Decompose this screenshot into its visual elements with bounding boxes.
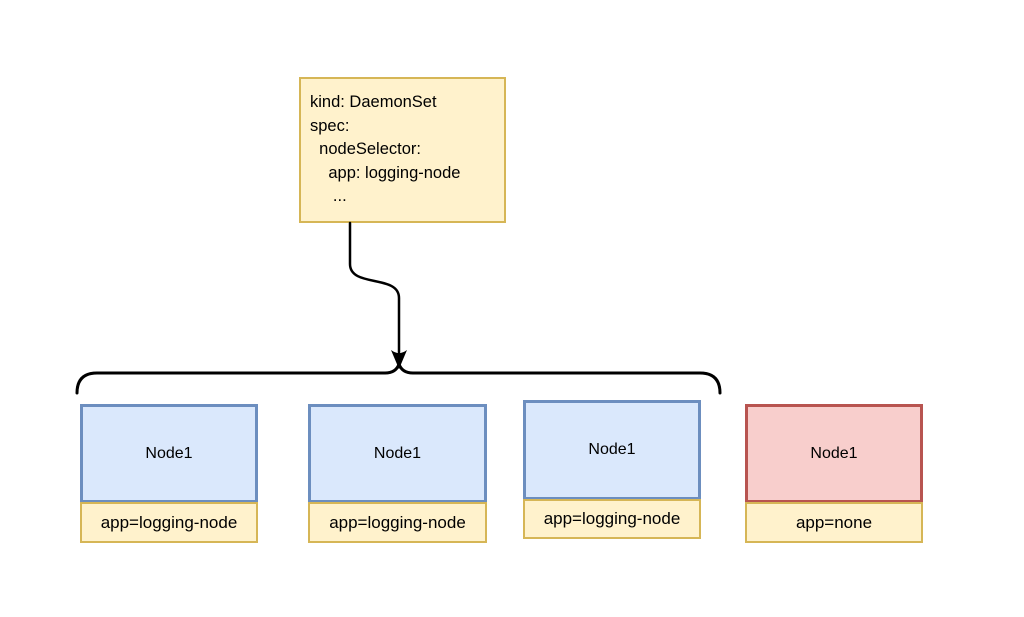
spec-line-kind: kind: DaemonSet [310, 93, 437, 111]
daemonset-spec-box: kind: DaemonSet spec: nodeSelector: app:… [299, 77, 506, 223]
node-box-3: Node1 app=logging-node [523, 400, 701, 539]
node-selector-label: app=logging-node [80, 502, 258, 543]
grouping-brace [75, 359, 722, 395]
arrowhead-icon [391, 350, 407, 369]
spec-line-spec: spec: [310, 116, 350, 135]
node-name: Node1 [810, 444, 858, 462]
spec-line-nodeselector: nodeSelector: [310, 140, 421, 158]
node-body: Node1 [308, 404, 487, 503]
node-body: Node1 [523, 400, 701, 500]
arrow-connector-line [348, 221, 401, 354]
node-selector-label: app=logging-node [308, 502, 487, 543]
node-selector-text: app=logging-node [329, 512, 466, 532]
node-box-4: Node1 app=none [745, 404, 923, 543]
node-selector-text: app=logging-node [543, 509, 681, 528]
spec-line-ellipsis: ... [310, 187, 347, 205]
node-selector-label: app=logging-node [523, 499, 701, 539]
spec-line-app: app: logging-node [310, 163, 461, 182]
node-name: Node1 [145, 444, 193, 462]
node-name: Node1 [373, 444, 422, 462]
node-name: Node1 [588, 441, 636, 458]
node-box-1: Node1 app=logging-node [80, 404, 258, 543]
node-body: Node1 [745, 404, 923, 503]
node-selector-label: app=none [745, 502, 923, 543]
node-body: Node1 [80, 404, 258, 503]
node-box-2: Node1 app=logging-node [308, 404, 487, 543]
node-selector-text: app=logging-node [100, 512, 238, 532]
node-selector-text: app=none [795, 512, 873, 532]
